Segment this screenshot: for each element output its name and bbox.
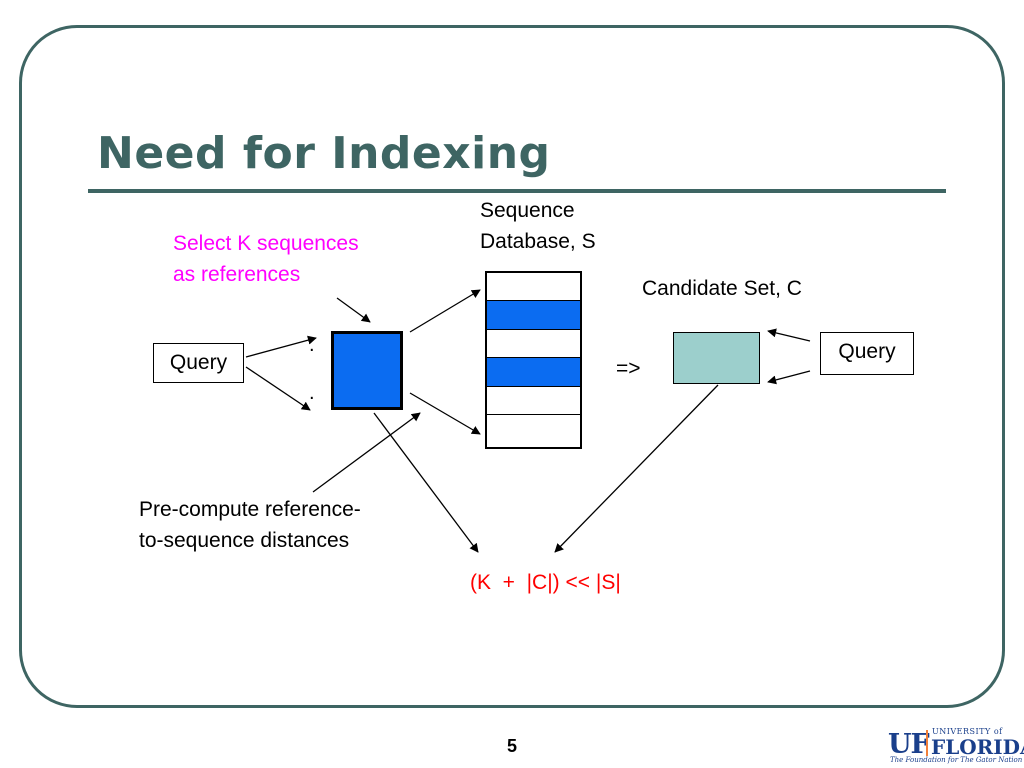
- reference-set-box: [331, 331, 403, 410]
- database-row-highlighted: [487, 358, 580, 387]
- arrow-ref-to-db-bottom: [409, 392, 481, 435]
- logo-florida: FLORIDA: [931, 735, 1024, 759]
- sequence-database: [485, 271, 582, 449]
- arrow-select-label-to-ref: [336, 297, 371, 323]
- uf-logo: UF UNIVERSITY of FLORIDA The Foundation …: [888, 727, 1024, 765]
- query-box-right: Query: [820, 332, 914, 375]
- arrow-query-to-ref-bottom: [245, 366, 311, 411]
- database-row: [487, 414, 580, 444]
- arrow-ref-to-db-top: [409, 289, 481, 333]
- sequence-db-label: Sequence Database, S: [480, 195, 596, 257]
- ellipsis-dot-top: .: [309, 334, 315, 356]
- sequence-db-line-2: Database, S: [480, 230, 596, 253]
- query-box-left: Query: [153, 343, 244, 383]
- slide-frame: [19, 25, 1005, 708]
- arrow-query-to-candidate-top: [767, 328, 811, 342]
- logo-tagline: The Foundation for The Gator Nation: [890, 756, 1023, 764]
- ellipsis-dot-bottom: .: [309, 382, 315, 404]
- implies-symbol: =>: [616, 357, 641, 380]
- logo-separator: [926, 730, 928, 756]
- logo-uf-mark: UF: [888, 729, 930, 760]
- arrow-ref-to-formula: [373, 412, 479, 553]
- database-row: [487, 273, 580, 302]
- logo-university-of: UNIVERSITY of: [932, 727, 1003, 736]
- arrow-query-to-candidate-bottom: [767, 370, 811, 385]
- database-row-highlighted: [487, 301, 580, 330]
- title-underline: [88, 189, 946, 193]
- arrow-precompute-to-ref: [312, 412, 421, 493]
- candidate-set-box: [673, 332, 760, 384]
- select-refs-line-1: Select K sequences: [173, 232, 359, 255]
- sequence-db-line-1: Sequence: [480, 199, 575, 222]
- page-number: 5: [506, 736, 517, 756]
- arrow-candidate-to-formula: [554, 384, 719, 553]
- select-refs-line-2: as references: [173, 263, 301, 286]
- precompute-line-2: to-sequence distances: [139, 529, 350, 552]
- slide-title: Need for Indexing: [97, 128, 551, 179]
- select-refs-label: Select K sequences as references: [173, 228, 359, 290]
- precompute-line-1: Pre-compute reference-: [139, 498, 361, 521]
- candidate-set-label: Candidate Set, C: [642, 277, 802, 300]
- precompute-label: Pre-compute reference- to-sequence dista…: [139, 494, 361, 556]
- database-row: [487, 386, 580, 415]
- cost-formula: (K + |C|) << |S|: [470, 571, 621, 594]
- database-row: [487, 329, 580, 359]
- arrow-query-to-ref-top: [245, 335, 317, 358]
